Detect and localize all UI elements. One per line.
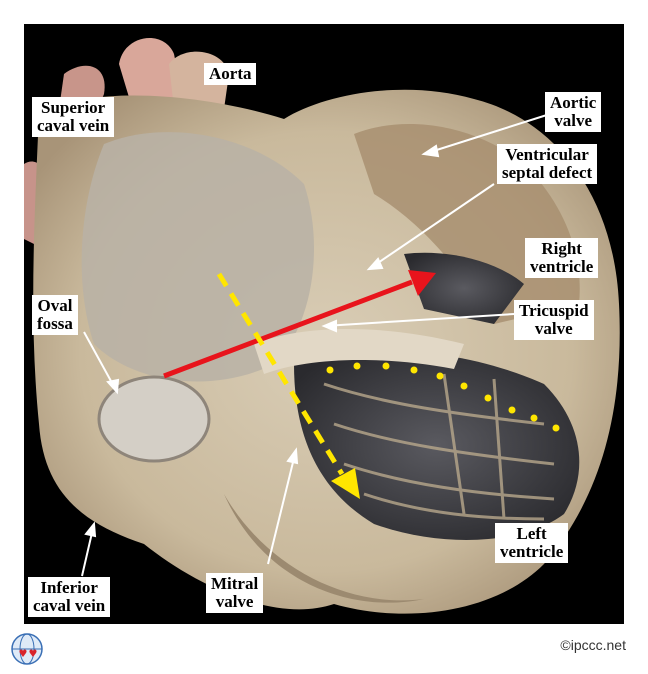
yellow-flow-arrow: [216, 272, 360, 499]
pointer-lines: [81, 113, 551, 577]
yellow-dotted-line: [326, 362, 560, 432]
copyright-credit: ©ipccc.net: [560, 637, 626, 653]
label-left-ventricle: Left ventricle: [495, 523, 569, 563]
label-aortic-valve: Aortic valve: [545, 92, 602, 132]
aorta-vessel: [119, 37, 184, 114]
label-tricuspid-valve: Tricuspid valve: [514, 300, 594, 340]
heart-specimen-photo: [24, 24, 624, 624]
heart-illustration: [24, 37, 620, 614]
label-oval-fossa: Oval fossa: [32, 295, 78, 335]
ipccc-globe-logo-icon: [11, 633, 43, 665]
label-inferior-caval-vein: Inferior caval vein: [28, 577, 111, 617]
red-flow-arrow: [163, 270, 436, 379]
label-ventricular-septal-defect: Ventricular septal defect: [497, 144, 598, 184]
label-mitral-valve: Mitral valve: [206, 573, 264, 613]
label-aorta: Aorta: [204, 63, 257, 85]
label-superior-caval-vein: Superior caval vein: [32, 97, 115, 137]
label-right-ventricle: Right ventricle: [525, 238, 599, 278]
